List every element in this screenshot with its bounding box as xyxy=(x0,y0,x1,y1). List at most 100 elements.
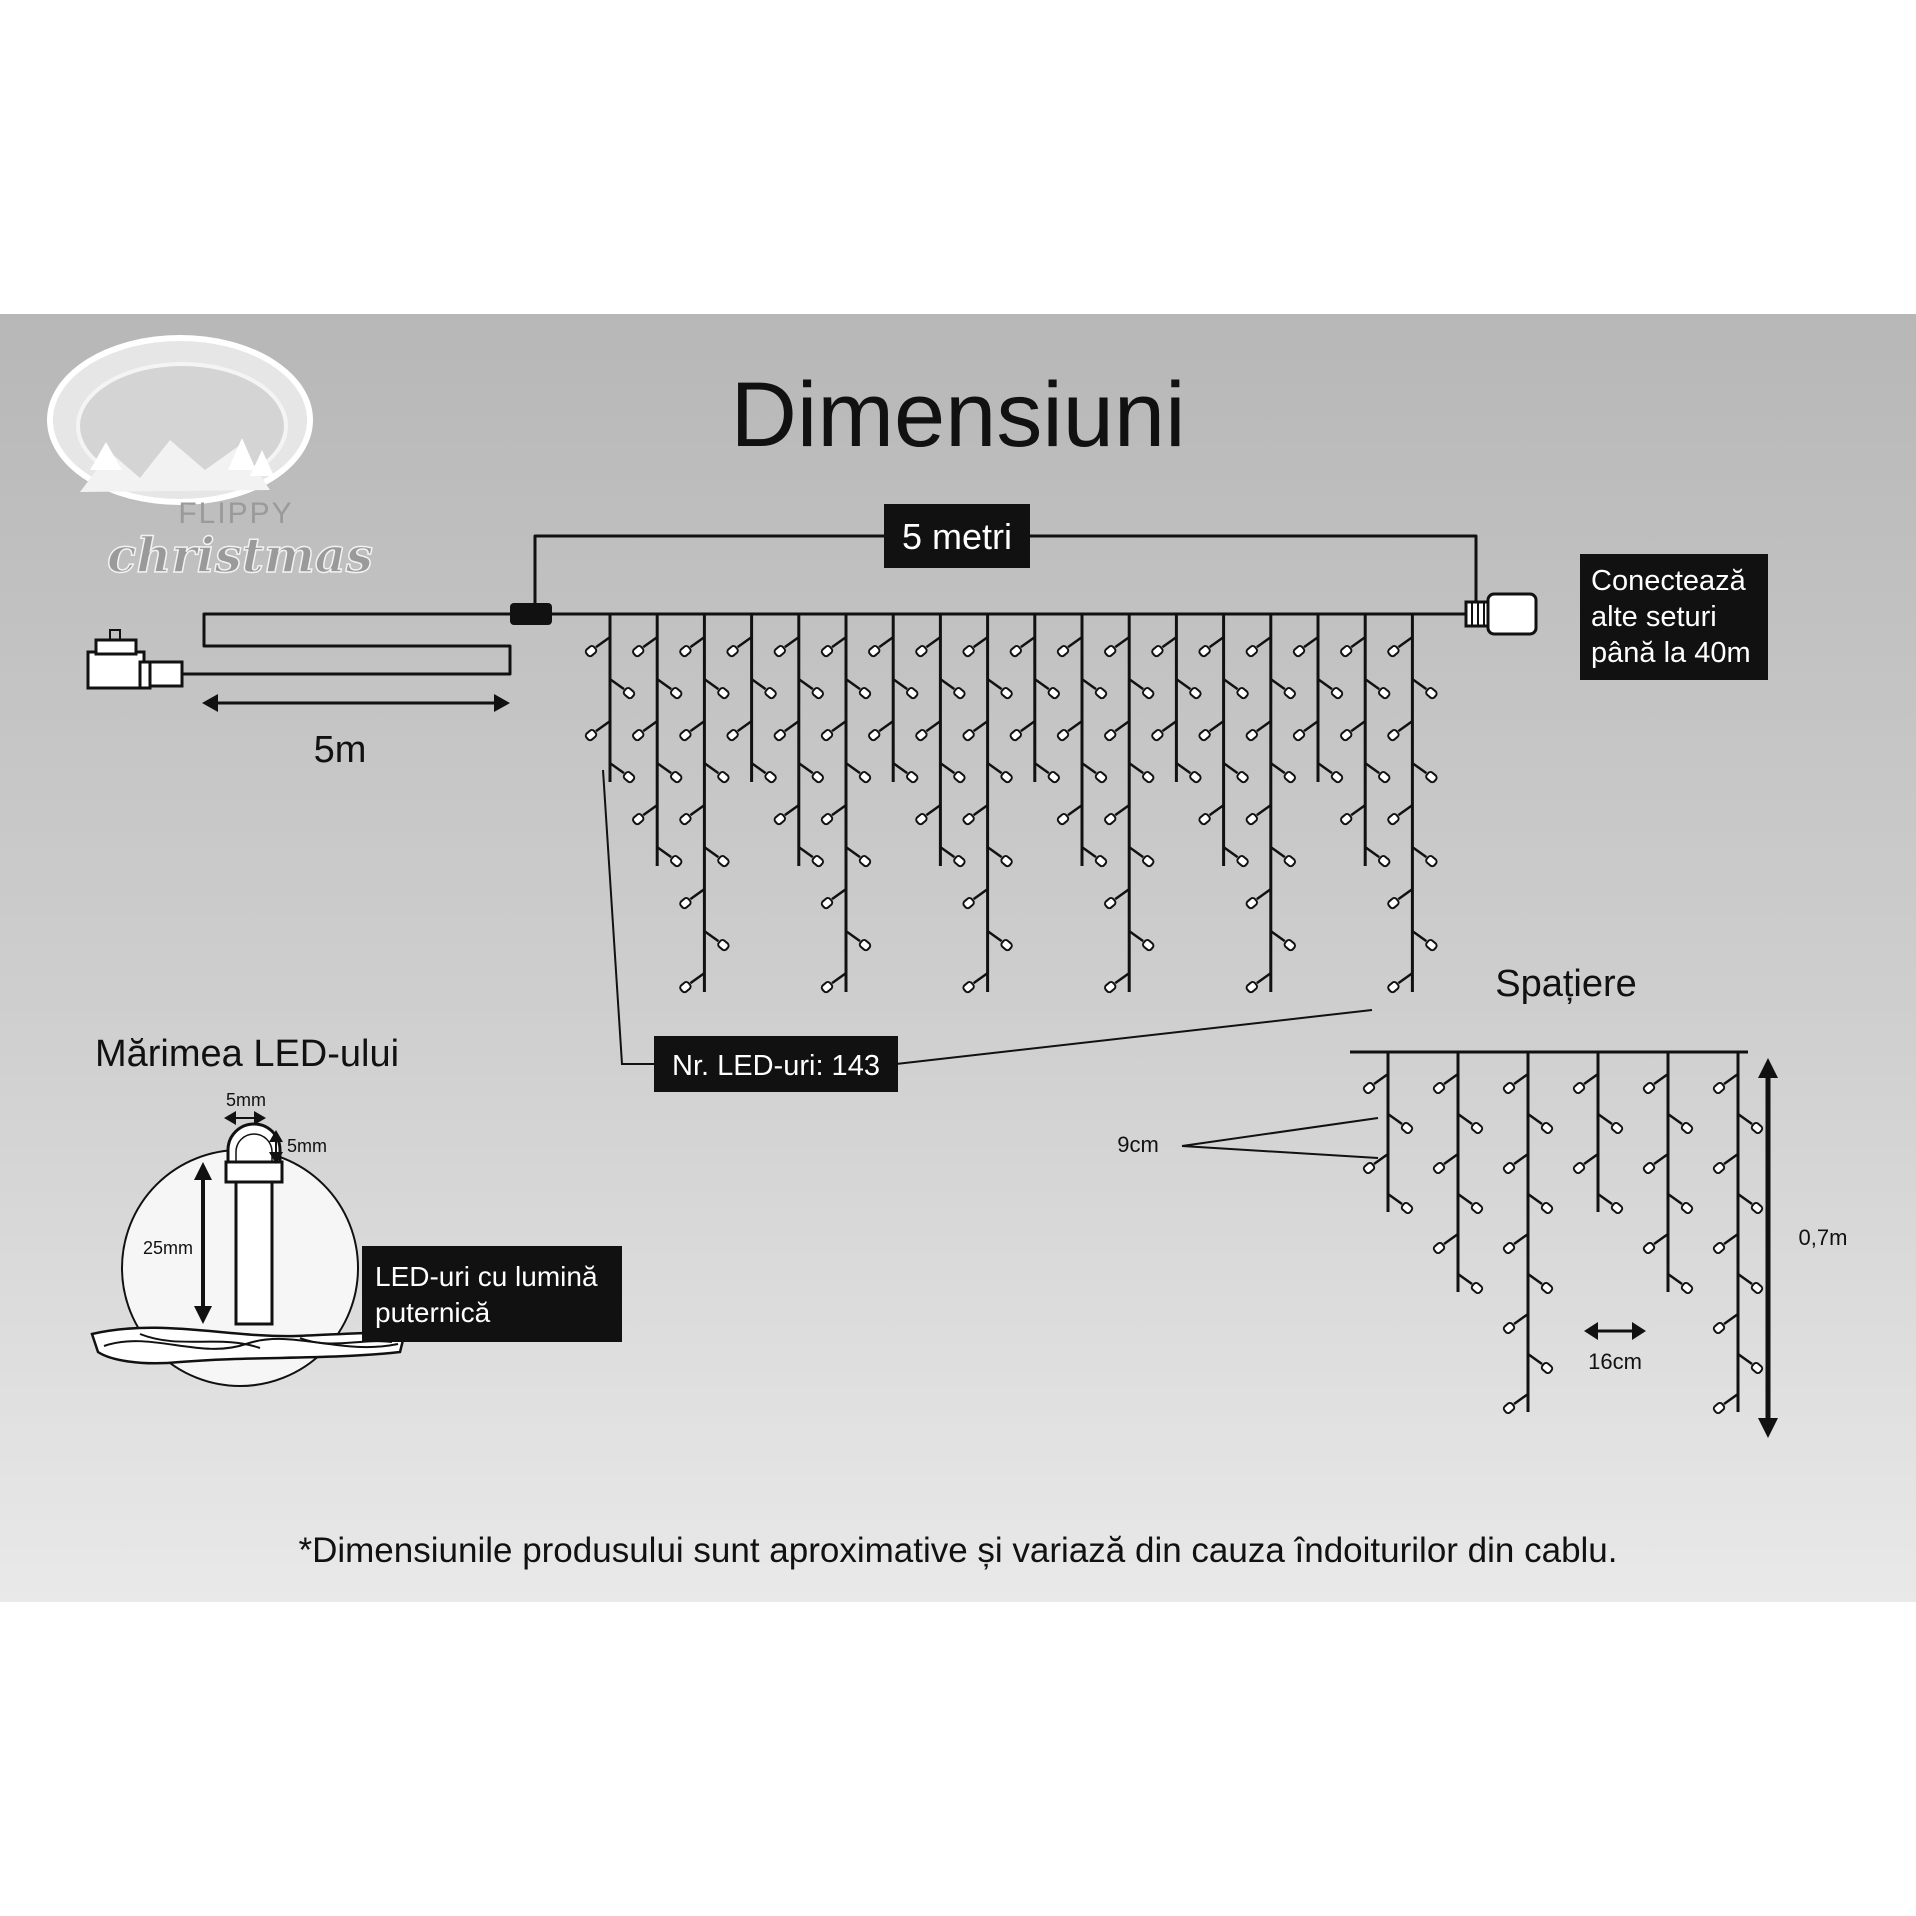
led-lead xyxy=(798,846,814,859)
led-bulb xyxy=(962,897,975,910)
led-bulb xyxy=(906,771,919,784)
led-bulb xyxy=(1094,771,1108,784)
led-lead xyxy=(1222,846,1239,859)
led-cap-arrow: 5mm xyxy=(269,1130,327,1164)
led-count-label: Nr. LED-uri: 143 xyxy=(672,1050,880,1082)
icicle-drop xyxy=(820,614,872,994)
vertical-spacing-pointer: 9cm xyxy=(1117,1117,1379,1159)
icicle-drop xyxy=(868,614,919,784)
led-lead xyxy=(986,762,1003,775)
led-bulb xyxy=(1142,771,1155,784)
led-bulb xyxy=(1572,1161,1586,1175)
led-bulb xyxy=(1680,1121,1694,1135)
led-lead xyxy=(1270,930,1286,943)
led-bulb xyxy=(1009,729,1022,742)
led-bulb xyxy=(1642,1241,1656,1255)
led-lead xyxy=(986,846,1003,859)
icicle-drop xyxy=(1502,1052,1554,1415)
led-bulb xyxy=(1750,1201,1764,1215)
led-lead xyxy=(1128,846,1144,859)
led-bulb xyxy=(1047,687,1060,700)
led-lead xyxy=(1364,678,1380,691)
led-bulb xyxy=(764,687,777,700)
page-title: Dimensiuni xyxy=(730,364,1185,466)
led-lead xyxy=(1513,1152,1529,1166)
led-bulb xyxy=(953,687,966,700)
led-bulb xyxy=(1236,771,1249,784)
led-lead xyxy=(609,678,625,691)
icicle-drop xyxy=(1362,1052,1414,1215)
twisted-cable xyxy=(90,1326,406,1365)
length-bracket: 5 metri xyxy=(533,504,1478,614)
led-lead xyxy=(1161,720,1178,733)
led-lead xyxy=(1397,636,1414,649)
led-bulb xyxy=(953,771,966,784)
led-bulb xyxy=(858,771,872,784)
led-bulb xyxy=(1198,813,1211,826)
led-lead xyxy=(831,804,847,817)
led-bulb xyxy=(773,729,786,742)
led-lead xyxy=(703,678,720,691)
led-lead xyxy=(703,846,720,859)
led-lead xyxy=(656,678,672,691)
led-lead xyxy=(1397,720,1414,733)
length-label: 5 metri xyxy=(902,516,1012,557)
led-lead xyxy=(1270,846,1286,859)
led-lead xyxy=(1350,720,1366,733)
lead-cable: 5m xyxy=(86,612,520,771)
led-bulb xyxy=(1502,1401,1516,1415)
led-lead xyxy=(1653,1072,1669,1086)
led-lead xyxy=(656,762,672,775)
led-bulb xyxy=(1104,813,1117,826)
led-bulb xyxy=(1283,855,1296,868)
led-bulb xyxy=(1198,729,1211,742)
led-lead xyxy=(1222,762,1239,775)
led-bulb xyxy=(820,729,834,742)
led-lead xyxy=(831,972,847,985)
led-bulb xyxy=(1540,1281,1554,1295)
led-bulb xyxy=(1680,1281,1694,1295)
led-lead xyxy=(1667,1272,1683,1286)
led-lead xyxy=(1020,636,1036,649)
led-lead xyxy=(595,636,611,649)
icicle-drop xyxy=(1712,1052,1764,1415)
icicle-drop xyxy=(1432,1052,1484,1295)
led-bulb xyxy=(1425,771,1438,784)
led-lead xyxy=(845,930,861,943)
led-bulb xyxy=(1425,687,1438,700)
led-bulb xyxy=(1502,1321,1516,1335)
led-bulb xyxy=(1712,1081,1726,1095)
led-bulb xyxy=(962,981,975,994)
led-bulb xyxy=(1056,813,1070,826)
led-bulb xyxy=(1387,897,1400,910)
led-bulb xyxy=(1009,645,1022,658)
led-bulb xyxy=(1000,687,1013,700)
icicle-drop xyxy=(1292,614,1344,784)
led-bulb xyxy=(679,645,692,658)
led-lead xyxy=(1443,1152,1459,1166)
led-lead xyxy=(1527,1352,1543,1366)
led-bulb xyxy=(1000,939,1013,952)
led-bulb xyxy=(1000,771,1013,784)
led-lead xyxy=(1114,720,1130,733)
icicle-drop xyxy=(1056,614,1108,868)
led-lead xyxy=(1020,720,1036,733)
detail-icicle-drops xyxy=(1362,1052,1764,1415)
power-adapter-icon xyxy=(86,629,152,690)
led-cap-label: 5mm xyxy=(287,1136,327,1156)
led-lead xyxy=(1256,972,1272,985)
led-bulb xyxy=(811,771,824,784)
led-lead xyxy=(972,972,989,985)
led-lead xyxy=(1067,636,1083,649)
led-bulb xyxy=(962,813,975,826)
led-lead xyxy=(972,720,989,733)
led-bulb xyxy=(1425,855,1438,868)
led-lead xyxy=(1081,762,1097,775)
led-bulb xyxy=(1330,687,1344,700)
led-bulb xyxy=(1750,1281,1764,1295)
led-lead xyxy=(1256,720,1272,733)
drop-length-arrow: 0,7m xyxy=(1758,1058,1847,1438)
lead-length-label: 5m xyxy=(314,729,367,771)
icicle-drop xyxy=(1198,614,1249,868)
led-lead xyxy=(1723,1312,1739,1326)
